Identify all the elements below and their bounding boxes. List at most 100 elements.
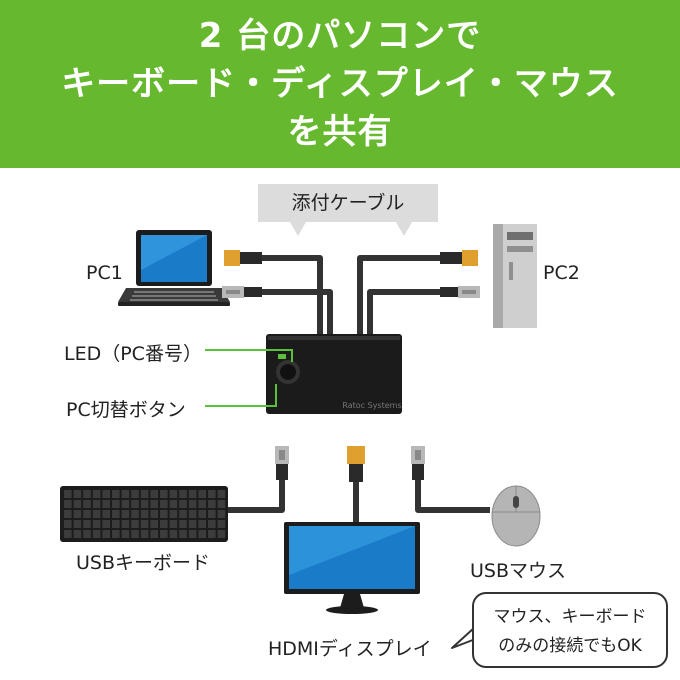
keyboard-key	[150, 500, 158, 508]
keyboard-key	[217, 530, 226, 538]
keyboard-key	[112, 500, 120, 508]
keyboard-key	[208, 510, 216, 518]
keyboard-key	[131, 530, 139, 538]
mouse-label: USBマウス	[470, 560, 567, 582]
keyboard-key	[64, 510, 72, 518]
cable-tag-pointer-right	[396, 222, 412, 236]
keyboard-key	[198, 530, 206, 538]
keyboard-key	[179, 520, 187, 528]
keyboard-key	[131, 510, 139, 518]
keyboard-key	[198, 490, 206, 498]
keyboard-key	[169, 520, 178, 528]
pc1-label: PC1	[86, 262, 123, 284]
note-line1: マウス、キーボード	[493, 607, 647, 627]
keyboard-key	[140, 490, 149, 498]
keyboard-key	[83, 500, 91, 508]
keyboard-key	[160, 510, 168, 518]
keyboard-key	[179, 530, 187, 538]
cable-tag: 添付ケーブル	[258, 184, 438, 222]
keyboard-key	[92, 510, 101, 518]
keyboard-key	[188, 490, 197, 498]
keyboard-key	[217, 500, 226, 508]
header-title-line2: キーボード・ディスプレイ・マウス	[61, 64, 619, 104]
keyboard-key	[92, 500, 101, 508]
keyboard-key	[188, 530, 197, 538]
keyboard-usb-plug	[275, 446, 289, 480]
note-bubble: マウス、キーボード のみの接続でもOK	[472, 592, 668, 668]
keyboard-key	[179, 490, 187, 498]
keyboard-icon	[60, 486, 228, 542]
keyboard-key	[64, 530, 72, 538]
pc2-hdmi-plug	[440, 250, 478, 266]
keyboard-key	[160, 530, 168, 538]
keyboard-key	[208, 500, 216, 508]
keyboard-key	[92, 520, 101, 528]
header-title-line1: 2 台のパソコンで	[198, 16, 482, 56]
keyboard-key	[83, 520, 91, 528]
keyboard-key	[92, 490, 101, 498]
mouse-usb-plug	[411, 446, 425, 480]
keyboard-key	[112, 520, 120, 528]
keyboard-key	[102, 520, 110, 528]
keyboard-key	[131, 520, 139, 528]
led-label: LED（PC番号）	[64, 343, 202, 365]
keyboard-key	[208, 530, 216, 538]
switch-brand-text: Ratoc Systems	[342, 401, 401, 410]
pc2-usb-plug	[440, 286, 480, 298]
keyboard-key	[169, 510, 178, 518]
keyboard-key	[140, 510, 149, 518]
keyboard-key	[73, 490, 82, 498]
header-banner: 2 台のパソコンで キーボード・ディスプレイ・マウス を共有	[0, 0, 680, 168]
keyboard-key	[92, 530, 101, 538]
switch-button-label: PC切替ボタン	[66, 399, 186, 421]
kvm-switch-box: Ratoc Systems	[266, 334, 402, 414]
keyboard-key	[140, 500, 149, 508]
keyboard-key	[150, 490, 158, 498]
keyboard-key	[198, 510, 206, 518]
keyboard-key	[102, 500, 110, 508]
keyboard-key	[188, 510, 197, 518]
keyboard-key	[150, 510, 158, 518]
peripheral-cables	[226, 478, 490, 522]
keyboard-key	[169, 500, 178, 508]
pc1-hdmi-plug	[224, 250, 262, 266]
keyboard-key	[102, 530, 110, 538]
keyboard-key	[112, 490, 120, 498]
keyboard-key	[83, 530, 91, 538]
keyboard-key	[121, 530, 130, 538]
pc1-usb-plug	[222, 286, 262, 298]
keyboard-key	[73, 500, 82, 508]
keyboard-key	[83, 490, 91, 498]
keyboard-key	[217, 520, 226, 528]
keyboard-key	[150, 520, 158, 528]
keyboard-key	[169, 490, 178, 498]
keyboard-key	[217, 490, 226, 498]
keyboard-key	[160, 500, 168, 508]
header-title-line3: を共有	[287, 112, 393, 152]
keyboard-key	[112, 510, 120, 518]
keyboard-key	[83, 510, 91, 518]
keyboard-key	[73, 510, 82, 518]
keyboard-key	[179, 500, 187, 508]
keyboard-label: USBキーボード	[76, 552, 211, 574]
keyboard-key	[160, 520, 168, 528]
keyboard-key	[217, 510, 226, 518]
pc2-label: PC2	[543, 262, 580, 284]
keyboard-key	[64, 490, 72, 498]
keyboard-key	[73, 520, 82, 528]
display-hdmi-plug	[347, 446, 365, 482]
keyboard-key	[73, 530, 82, 538]
keyboard-key	[188, 500, 197, 508]
keyboard-key	[121, 490, 130, 498]
keyboard-key	[112, 530, 120, 538]
keyboard-key	[208, 490, 216, 498]
led-icon	[278, 354, 286, 359]
attached-cables	[262, 255, 440, 334]
keyboard-key	[169, 530, 178, 538]
keyboard-key	[198, 500, 206, 508]
keyboard-key	[102, 510, 110, 518]
keyboard-key	[64, 500, 72, 508]
display-label: HDMIディスプレイ	[268, 638, 432, 660]
monitor-icon	[284, 522, 420, 614]
